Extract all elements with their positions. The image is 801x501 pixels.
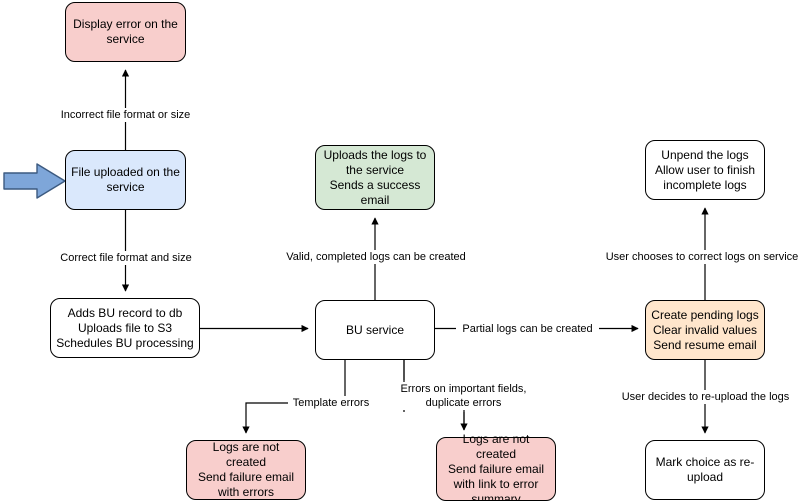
node-display-error-label: Display error on the service xyxy=(73,17,178,46)
node-unpend-logs-label: Unpend the logs Allow user to finish inc… xyxy=(654,147,756,192)
edge-label-correct-format: Correct file format and size xyxy=(50,251,202,265)
entry-arrow xyxy=(3,163,66,199)
node-adds-bu-record[interactable]: Adds BU record to db Uploads file to S3 … xyxy=(50,298,200,358)
node-bu-service-label: BU service xyxy=(345,322,404,337)
node-template-error-box[interactable]: Logs are not created Send failure email … xyxy=(186,440,306,500)
node-field-error-box[interactable]: Logs are not created Send failure email … xyxy=(436,432,556,501)
node-adds-bu-record-label: Adds BU record to db Uploads file to S3 … xyxy=(56,305,194,350)
edge-label-incorrect-format: Incorrect file format or size xyxy=(48,108,203,122)
node-display-error[interactable]: Display error on the service xyxy=(65,2,186,62)
node-file-uploaded-label: File uploaded on the service xyxy=(71,165,180,194)
edge-label-important-field-errors: Errors on important fields, duplicate er… xyxy=(391,382,536,410)
node-uploads-logs[interactable]: Uploads the logs to the service Sends a … xyxy=(315,145,435,210)
node-create-pending-logs[interactable]: Create pending logs Clear invalid values… xyxy=(645,300,765,360)
node-field-error-box-label: Logs are not created Send failure email … xyxy=(447,431,545,501)
node-mark-reupload[interactable]: Mark choice as re- upload xyxy=(645,440,765,500)
node-template-error-box-label: Logs are not created Send failure email … xyxy=(197,440,295,499)
node-bu-service[interactable]: BU service xyxy=(315,300,435,360)
node-uploads-logs-label: Uploads the logs to the service Sends a … xyxy=(323,147,427,207)
edge-label-user-corrects-logs: User chooses to correct logs on service xyxy=(603,250,801,264)
edge-label-valid-logs: Valid, completed logs can be created xyxy=(280,250,472,264)
node-unpend-logs[interactable]: Unpend the logs Allow user to finish inc… xyxy=(645,140,765,200)
node-file-uploaded[interactable]: File uploaded on the service xyxy=(65,150,186,210)
edge-label-partial-logs: Partial logs can be created xyxy=(456,322,599,336)
edge-label-template-errors: Template errors xyxy=(288,396,374,410)
node-mark-reupload-label: Mark choice as re- upload xyxy=(655,455,755,484)
node-create-pending-logs-label: Create pending logs Clear invalid values… xyxy=(651,307,759,352)
edge-label-user-reuploads: User decides to re-upload the logs xyxy=(618,390,793,404)
